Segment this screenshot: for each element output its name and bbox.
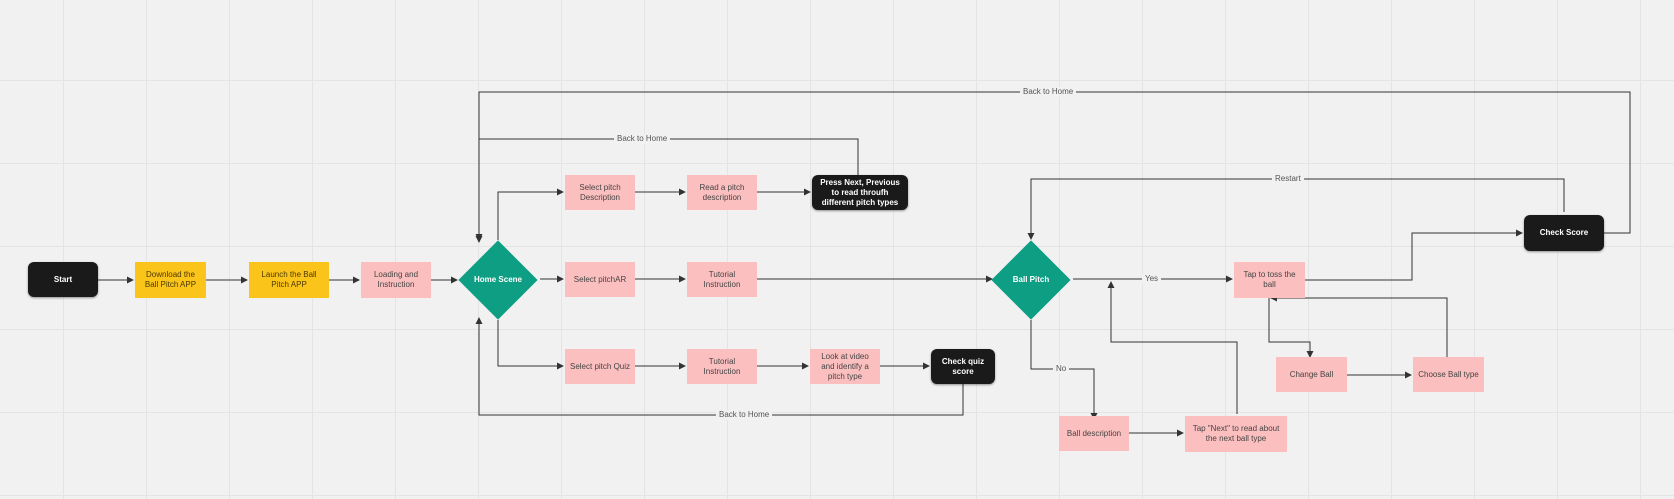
tap-toss-node: Tap to toss the ball — [1234, 262, 1305, 298]
ball-pitch-decision: Ball Pitch — [991, 240, 1071, 320]
tutorial-ar-node: Tutorial Instruction — [687, 262, 757, 297]
tap-toss-label: Tap to toss the ball — [1243, 270, 1296, 289]
home-scene-label: Home Scene — [473, 275, 523, 284]
loading-instruction-node: Loading and Instruction — [361, 262, 431, 298]
start-node: Start — [28, 262, 98, 297]
select-pitchar-label: Select pitchAR — [573, 274, 627, 284]
edge-check-score-back-home — [475, 91, 1631, 241]
edge-tap-next-ball-pitch — [1107, 281, 1238, 414]
tutorial-ar-label: Tutorial Instruction — [703, 269, 741, 289]
look-video-label: Look at video and identify a pitch type — [821, 351, 869, 381]
check-quiz-score-label: Check quiz score — [941, 356, 985, 376]
download-app-label: Download the Ball Pitch APP — [144, 270, 197, 289]
download-app-node: Download the Ball Pitch APP — [135, 262, 206, 298]
edge-check-score-restart — [1027, 178, 1565, 240]
edge-label-back-home-top: Back to Home — [1020, 87, 1077, 97]
select-quiz-label: Select pitch Quiz — [569, 361, 631, 371]
edge-tap-toss-change-ball — [1268, 298, 1314, 358]
check-score-label: Check Score — [1539, 228, 1589, 237]
launch-app-node: Launch the Ball Pitch APP — [249, 262, 329, 298]
tutorial-quiz-node: Tutorial Instruction — [687, 349, 757, 384]
ball-description-node: Ball description — [1059, 416, 1129, 451]
read-description-label: Read a pitch description — [699, 182, 745, 202]
edge-tap-toss-check-score — [1305, 229, 1523, 281]
edge-label-back-home-bottom: Back to Home — [716, 410, 773, 420]
change-ball-node: Change Ball — [1276, 357, 1347, 392]
edge-press-next-back-home — [475, 138, 859, 243]
tap-next-label: Tap "Next" to read about the next ball t… — [1192, 424, 1280, 443]
ball-pitch-label: Ball Pitch — [1012, 275, 1050, 284]
check-quiz-score-node: Check quiz score — [931, 349, 995, 384]
select-quiz-node: Select pitch Quiz — [565, 349, 635, 384]
tap-next-node: Tap "Next" to read about the next ball t… — [1185, 416, 1287, 452]
look-video-node: Look at video and identify a pitch type — [810, 349, 880, 384]
choose-ball-type-label: Choose Ball type — [1418, 369, 1479, 379]
choose-ball-type-node: Choose Ball type — [1413, 357, 1484, 392]
edge-label-back-home-mid: Back to Home — [614, 134, 671, 144]
select-description-node: Select pitch Description — [565, 175, 635, 210]
tutorial-quiz-label: Tutorial Instruction — [703, 356, 741, 376]
edge-label-no: No — [1053, 364, 1070, 374]
check-score-node: Check Score — [1524, 215, 1604, 251]
loading-instruction-label: Loading and Instruction — [373, 270, 419, 289]
edge-label-yes: Yes — [1142, 274, 1162, 284]
select-pitchar-node: Select pitchAR — [565, 262, 635, 297]
start-node-label: Start — [53, 274, 73, 284]
change-ball-label: Change Ball — [1289, 369, 1334, 379]
edge-label-restart: Restart — [1272, 174, 1304, 184]
edge-home-select-quiz — [497, 320, 564, 370]
edge-choose-tap-toss — [1270, 294, 1448, 357]
select-description-label: Select pitch Description — [579, 182, 621, 202]
press-next-label: Press Next, Previous to read throufh dif… — [820, 177, 900, 207]
read-description-node: Read a pitch description — [687, 175, 757, 210]
edge-home-select-desc — [497, 188, 564, 240]
launch-app-label: Launch the Ball Pitch APP — [261, 270, 317, 289]
home-scene-decision: Home Scene — [458, 240, 538, 320]
ball-description-label: Ball description — [1066, 428, 1122, 438]
press-next-node: Press Next, Previous to read throufh dif… — [812, 175, 908, 210]
